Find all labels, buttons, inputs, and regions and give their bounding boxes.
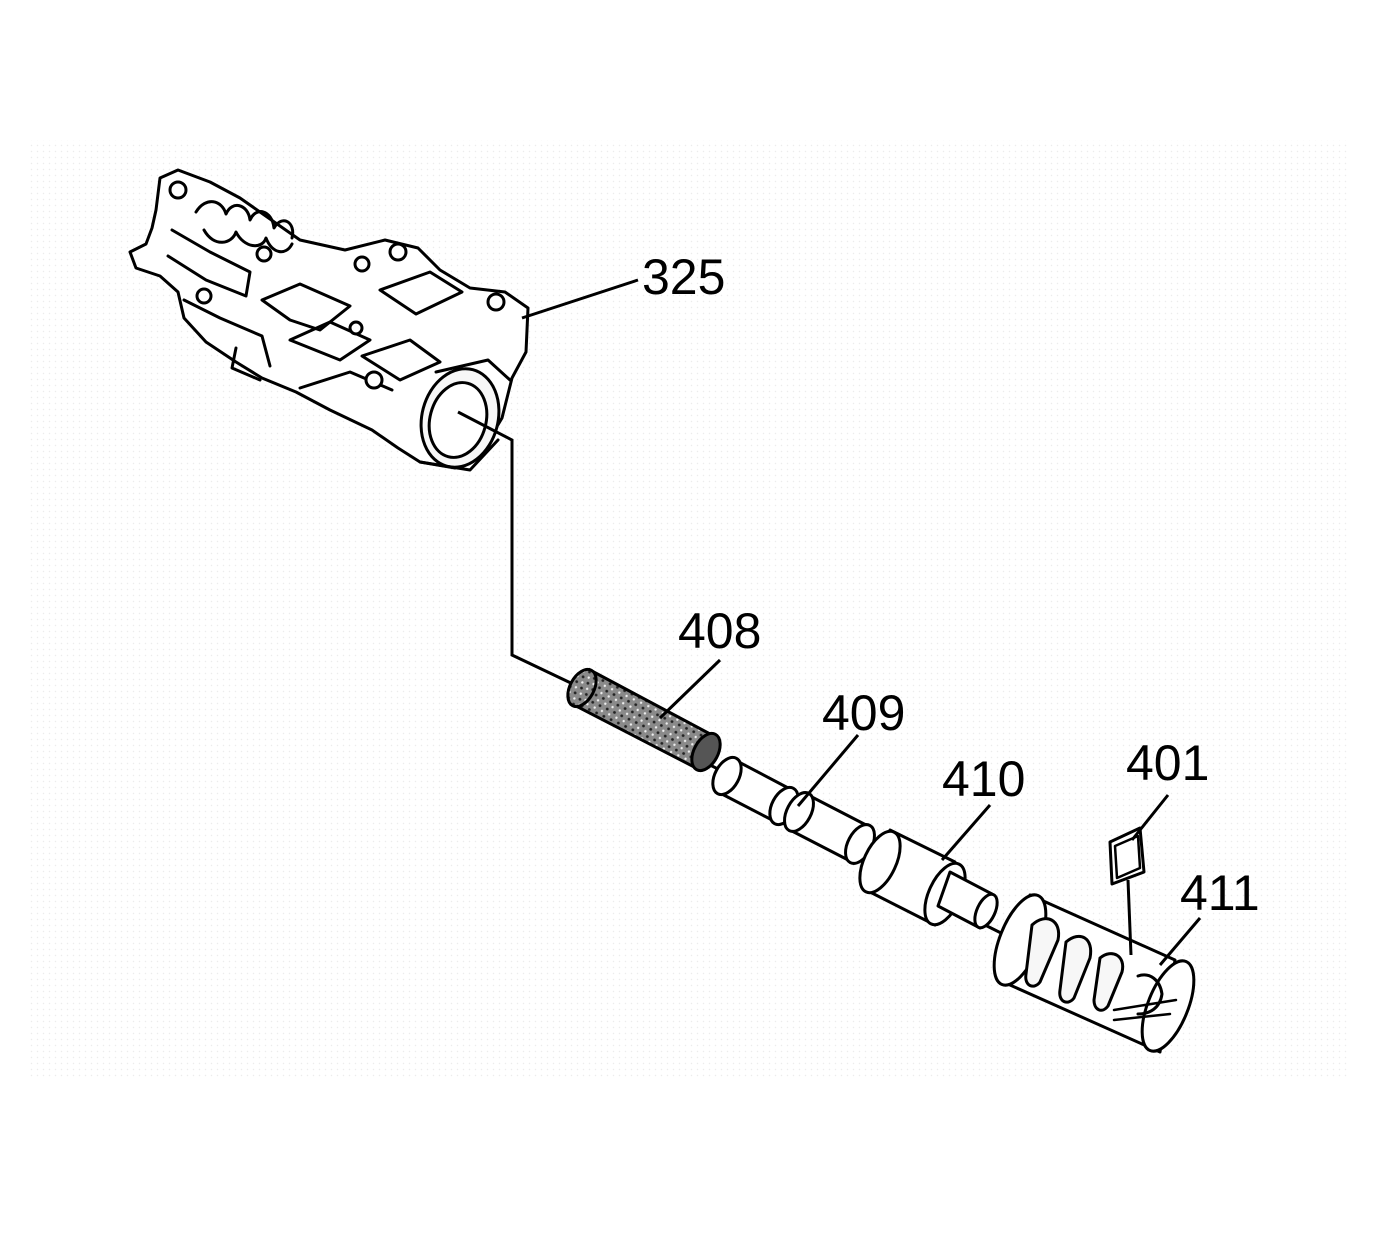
- leader-411: [1158, 917, 1202, 966]
- leader-410: [940, 804, 992, 861]
- spring-408: [566, 667, 722, 773]
- bore-plug-411: [992, 893, 1196, 1054]
- valve-410: [858, 828, 999, 930]
- callout-411: 411: [1180, 865, 1260, 921]
- valve-body-325: [128, 168, 530, 472]
- callout-408: 408: [678, 603, 761, 659]
- callout-410: 410: [942, 751, 1025, 807]
- callout-325: 325: [642, 249, 725, 305]
- leader-408: [658, 658, 722, 720]
- assembly-axis-line: [457, 410, 576, 687]
- leader-409: [796, 734, 860, 807]
- callout-401: 401: [1126, 735, 1209, 791]
- valve-spool-small: [711, 755, 800, 827]
- leader-325: [521, 278, 639, 320]
- callout-409: 409: [822, 685, 905, 741]
- retainer-clip-401: [1108, 826, 1146, 956]
- leader-401: [1130, 794, 1170, 841]
